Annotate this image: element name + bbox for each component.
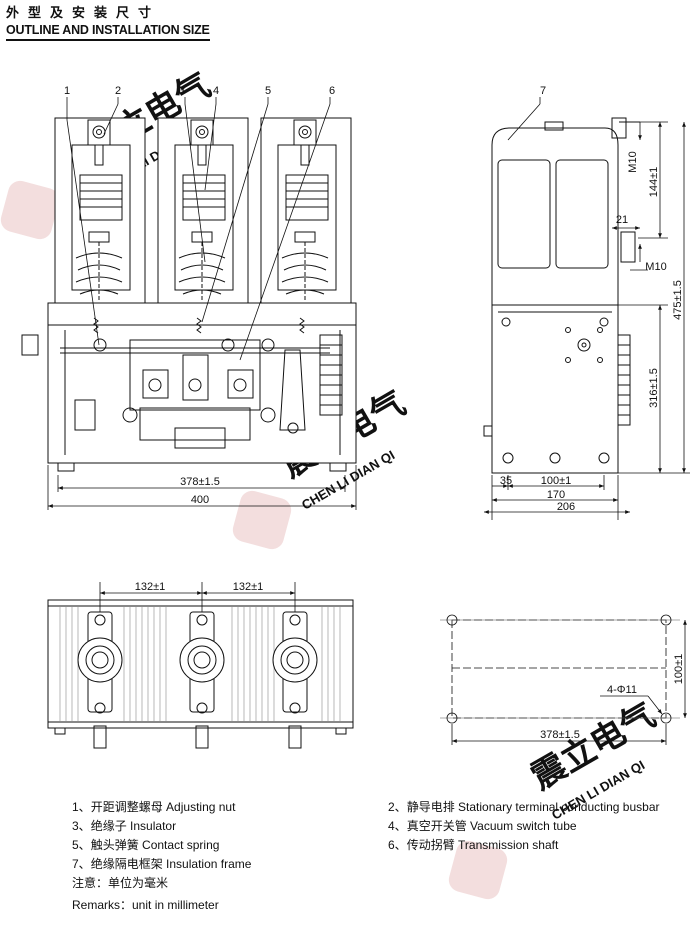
legend-num: 4、 [388, 819, 407, 833]
dim-front-overall-width: 400 [191, 494, 209, 506]
side-callout-leader [507, 97, 541, 141]
dim-side-m10-top: M10 [627, 151, 639, 172]
legend-cn: 传动拐臂 [406, 838, 455, 852]
mounting-hole-view [440, 614, 687, 745]
watermark-text-3: 震立电气 [525, 696, 662, 797]
side-view [483, 117, 640, 474]
title-chinese: 外型及安装尺寸 [6, 5, 161, 20]
frame-column [157, 117, 249, 304]
frame-column [260, 117, 352, 304]
legend-num: 2、 [388, 800, 407, 814]
legend-cn: 静导电排 [406, 800, 455, 814]
callout-3: 3 [179, 85, 185, 97]
callout-4: 4 [213, 85, 219, 97]
frame-column [54, 117, 146, 304]
callout-5: 5 [265, 85, 271, 97]
legend-num: 1、 [72, 800, 91, 814]
legend-cn: 开距调整螺母 [90, 800, 163, 814]
dim-mount-width: 378±1.5 [540, 729, 580, 741]
remarks-note: 注意：单位为毫米 Remarks：unit in millimeter [72, 872, 219, 916]
legend-item: 2、静导电排 Stationary terminal conducting bu… [388, 798, 700, 817]
legend-cn: 触头弹簧 [90, 838, 139, 852]
top-dimensions [99, 582, 296, 612]
remarks-en: Remarks：unit in millimeter [72, 898, 219, 912]
legend-cn: 绝缘子 [90, 819, 127, 833]
dim-mount-depth: 100±1 [673, 654, 685, 685]
callout-2: 2 [115, 85, 121, 97]
legend-column-right: 2、静导电排 Stationary terminal conducting bu… [388, 798, 700, 855]
legend-num: 5、 [72, 838, 91, 852]
legend-num: 3、 [72, 819, 91, 833]
legend-en: Transmission shaft [458, 838, 559, 852]
legend-cn: 绝缘隔电框架 [90, 857, 163, 871]
callout-1: 1 [64, 85, 70, 97]
legend-item: 7、绝缘隔电框架 Insulation frame [72, 855, 392, 874]
legend-en: Insulator [130, 819, 177, 833]
legend-en: Vacuum switch tube [470, 819, 577, 833]
front-callout-leaders [66, 97, 331, 361]
front-view [21, 117, 357, 472]
dim-side-170: 170 [547, 489, 565, 501]
legend-cn: 真空开关管 [406, 819, 467, 833]
legend-column-left: 1、开距调整螺母 Adjusting nut 3、绝缘子 Insulator 5… [72, 798, 392, 874]
dim-side-206: 206 [557, 501, 575, 513]
legend-item: 1、开距调整螺母 Adjusting nut [72, 798, 392, 817]
dim-mount-holes: 4-Φ11 [607, 684, 637, 696]
legend-item: 4、真空开关管 Vacuum switch tube [388, 817, 700, 836]
remarks-cn: 注意：单位为毫米 [72, 876, 169, 890]
legend-en: Insulation frame [166, 857, 252, 871]
dim-side-21: 21 [616, 214, 628, 226]
dim-side-100: 100±1 [541, 475, 572, 487]
dim-side-35: 35 [500, 475, 512, 487]
dim-top-pitch-right: 132±1 [233, 581, 264, 593]
dim-front-inner-width: 378±1.5 [180, 476, 220, 488]
callout-6: 6 [329, 85, 335, 97]
legend-en: Stationary terminal conducting busbar [458, 800, 660, 814]
callout-7: 7 [540, 85, 546, 97]
title-english: OUTLINE AND INSTALLATION SIZE [6, 23, 210, 41]
dim-side-475: 475±1.5 [672, 280, 684, 320]
legend-item: 6、传动拐臂 Transmission shaft [388, 836, 700, 855]
dim-top-pitch-left: 132±1 [135, 581, 166, 593]
front-dimensions [47, 465, 357, 510]
dim-side-m10-mid: M10 [645, 261, 666, 273]
dim-side-144: 144±1 [648, 167, 660, 198]
dim-side-316: 316±1.5 [648, 368, 660, 408]
legend-item: 3、绝缘子 Insulator [72, 817, 392, 836]
top-view [47, 599, 354, 749]
legend-en: Adjusting nut [166, 800, 236, 814]
side-dimensions [484, 121, 690, 520]
legend-num: 7、 [72, 857, 91, 871]
legend-num: 6、 [388, 838, 407, 852]
legend-en: Contact spring [142, 838, 220, 852]
legend-item: 5、触头弹簧 Contact spring [72, 836, 392, 855]
page-heading: 外型及安装尺寸 OUTLINE AND INSTALLATION SIZE [6, 4, 210, 41]
